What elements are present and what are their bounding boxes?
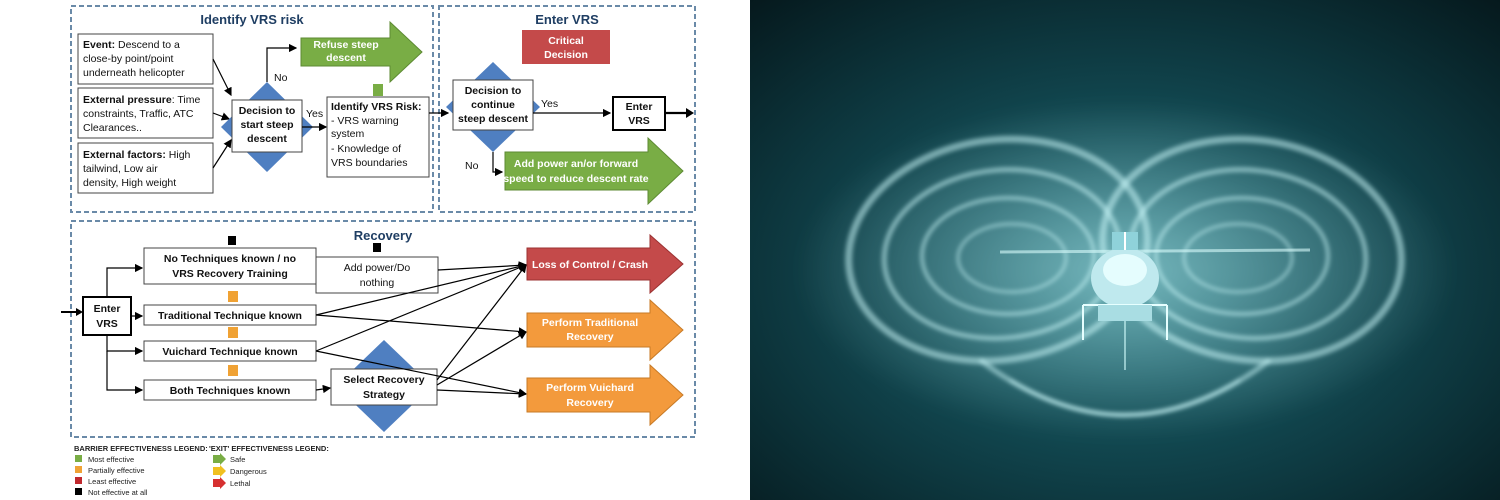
select-recovery-strategy: Select Recovery Strategy (330, 340, 438, 432)
svg-text:BARRIER EFFECTIVENESS LEGEND:: BARRIER EFFECTIVENESS LEGEND: (74, 444, 208, 453)
svg-text:'EXIT' EFFECTIVENESS LEGEND:: 'EXIT' EFFECTIVENESS LEGEND: (209, 444, 329, 453)
vuichard-technique-box: Vuichard Technique known (143, 340, 317, 362)
yes-label-2: Yes (541, 98, 558, 110)
svg-text:Traditional Technique known: Traditional Technique known (158, 310, 302, 322)
enter-vrs-box-top: Enter VRS (612, 96, 666, 131)
svg-text:system: system (331, 128, 365, 140)
marker-orange-traditional (228, 291, 238, 302)
perform-vuichard-recovery-arrow: Perform Vuichard Recovery (526, 363, 684, 427)
add-power-forward-speed-arrow: Add power an/or forward speed to reduce … (503, 136, 684, 206)
svg-text:Select Recovery: Select Recovery (343, 374, 424, 386)
external-pressure-box: External pressure: Time constraints, Tra… (77, 87, 214, 139)
critical-decision-box: Critical Decision (522, 30, 610, 64)
svg-text:Dangerous: Dangerous (230, 467, 267, 476)
svg-text:Identify VRS Risk:: Identify VRS Risk: (331, 101, 421, 113)
identify-title: Identify VRS risk (200, 12, 304, 27)
add-power-do-nothing-box: Add power/Do nothing (315, 256, 439, 294)
yes-label-1: Yes (306, 108, 323, 120)
recovery-frame (70, 220, 696, 438)
recovery-title: Recovery (354, 228, 413, 243)
svg-text:Not effective at all: Not effective at all (88, 488, 148, 497)
svg-text:Perform Traditional: Perform Traditional (542, 317, 638, 329)
svg-text:Both Techniques known: Both Techniques known (170, 385, 291, 397)
svg-text:constraints, Traffic, ATC: constraints, Traffic, ATC (83, 108, 194, 120)
enter-frame (438, 5, 696, 213)
svg-text:Vuichard Technique known: Vuichard Technique known (162, 346, 297, 358)
svg-text:VRS: VRS (628, 115, 650, 127)
svg-text:External factors: High: External factors: High (83, 149, 191, 161)
vrs-flow-diagram: Identify VRS risk Enter VRS Recovery Eve… (61, 5, 696, 497)
svg-text:speed to reduce descent rate: speed to reduce descent rate (503, 173, 648, 185)
svg-text:Add power an/or forward: Add power an/or forward (514, 158, 638, 170)
svg-text:Recovery: Recovery (566, 397, 613, 409)
identify-frame (70, 5, 434, 213)
svg-text:underneath helicopter: underneath helicopter (83, 67, 185, 79)
svg-text:continue: continue (471, 99, 515, 111)
marker-orange-vuichard (228, 327, 238, 338)
perform-traditional-recovery-arrow: Perform Traditional Recovery (526, 298, 684, 362)
enter-title: Enter VRS (535, 12, 599, 27)
svg-text:Partially effective: Partially effective (88, 466, 145, 475)
svg-text:No Techniques known / no: No Techniques known / no (164, 253, 296, 265)
svg-text:Decision: Decision (544, 49, 588, 61)
svg-text:External pressure: Time: External pressure: Time (83, 94, 200, 106)
svg-text:start steep: start steep (240, 119, 293, 131)
svg-text:VRS boundaries: VRS boundaries (331, 157, 407, 169)
svg-text:- VRS warning: - VRS warning (331, 115, 399, 127)
svg-text:Add power/Do: Add power/Do (344, 262, 411, 274)
refuse-steep-descent-arrow: Refuse steep descent (300, 20, 423, 84)
traditional-technique-box: Traditional Technique known (143, 304, 317, 326)
svg-text:Safe: Safe (230, 455, 245, 464)
svg-text:descent: descent (247, 133, 287, 145)
svg-text:Loss of Control / Crash: Loss of Control / Crash (532, 259, 648, 271)
exit-legend: 'EXIT' EFFECTIVENESS LEGEND: Safe Danger… (209, 444, 329, 489)
svg-text:Lethal: Lethal (230, 479, 251, 488)
svg-text:Enter: Enter (626, 101, 653, 113)
both-techniques-box: Both Techniques known (143, 379, 317, 401)
svg-text:descent: descent (326, 52, 366, 64)
svg-text:close-by point/point: close-by point/point (83, 53, 174, 65)
event-box: Event: Descend to a close-by point/point… (77, 33, 214, 85)
external-factors-box: External factors: High tailwind, Low air… (77, 142, 214, 194)
vortex-ring-illustration (750, 0, 1500, 500)
decision-continue-steep-descent: Decision to continue steep descent (446, 62, 540, 152)
identify-vrs-risk-box: Identify VRS Risk: - VRS warning system … (326, 96, 430, 178)
svg-text:Event: Descend to a: Event: Descend to a (83, 39, 180, 51)
enter-vrs-box-recovery: Enter VRS (82, 296, 132, 336)
svg-text:nothing: nothing (360, 277, 395, 289)
svg-text:- Knowledge of: - Knowledge of (331, 143, 401, 155)
marker-orange-both (228, 365, 238, 376)
svg-text:Decision to: Decision to (465, 85, 522, 97)
helicopter-vortex-photo (750, 0, 1500, 500)
loss-of-control-crash-arrow: Loss of Control / Crash (526, 233, 684, 295)
svg-text:Most effective: Most effective (88, 455, 134, 464)
svg-text:Critical: Critical (548, 35, 584, 47)
marker-black-no-tech (228, 236, 236, 245)
no-techniques-box: No Techniques known / no VRS Recovery Tr… (143, 247, 317, 285)
decision-start-steep-descent: Decision to start steep descent (221, 82, 313, 172)
svg-text:Enter: Enter (94, 303, 121, 315)
svg-text:VRS Recovery Training: VRS Recovery Training (172, 268, 288, 280)
svg-text:Least effective: Least effective (88, 477, 136, 486)
svg-text:Refuse steep: Refuse steep (313, 39, 378, 51)
svg-text:steep descent: steep descent (458, 113, 529, 125)
svg-text:Clearances..: Clearances.. (83, 122, 142, 134)
svg-text:VRS: VRS (96, 318, 118, 330)
svg-text:tailwind, Low air: tailwind, Low air (83, 163, 158, 175)
svg-text:density, High weight: density, High weight (83, 177, 176, 189)
barrier-legend: BARRIER EFFECTIVENESS LEGEND: Most effec… (74, 444, 208, 497)
svg-text:Strategy: Strategy (363, 389, 405, 401)
svg-text:Decision to: Decision to (239, 105, 296, 117)
marker-green-risk (373, 84, 383, 96)
svg-text:Perform Vuichard: Perform Vuichard (546, 382, 634, 394)
svg-text:Recovery: Recovery (566, 331, 613, 343)
no-label-2: No (465, 160, 479, 172)
marker-black-add-power (373, 243, 381, 252)
no-label-1: No (274, 72, 288, 84)
helicopter (999, 232, 1311, 370)
